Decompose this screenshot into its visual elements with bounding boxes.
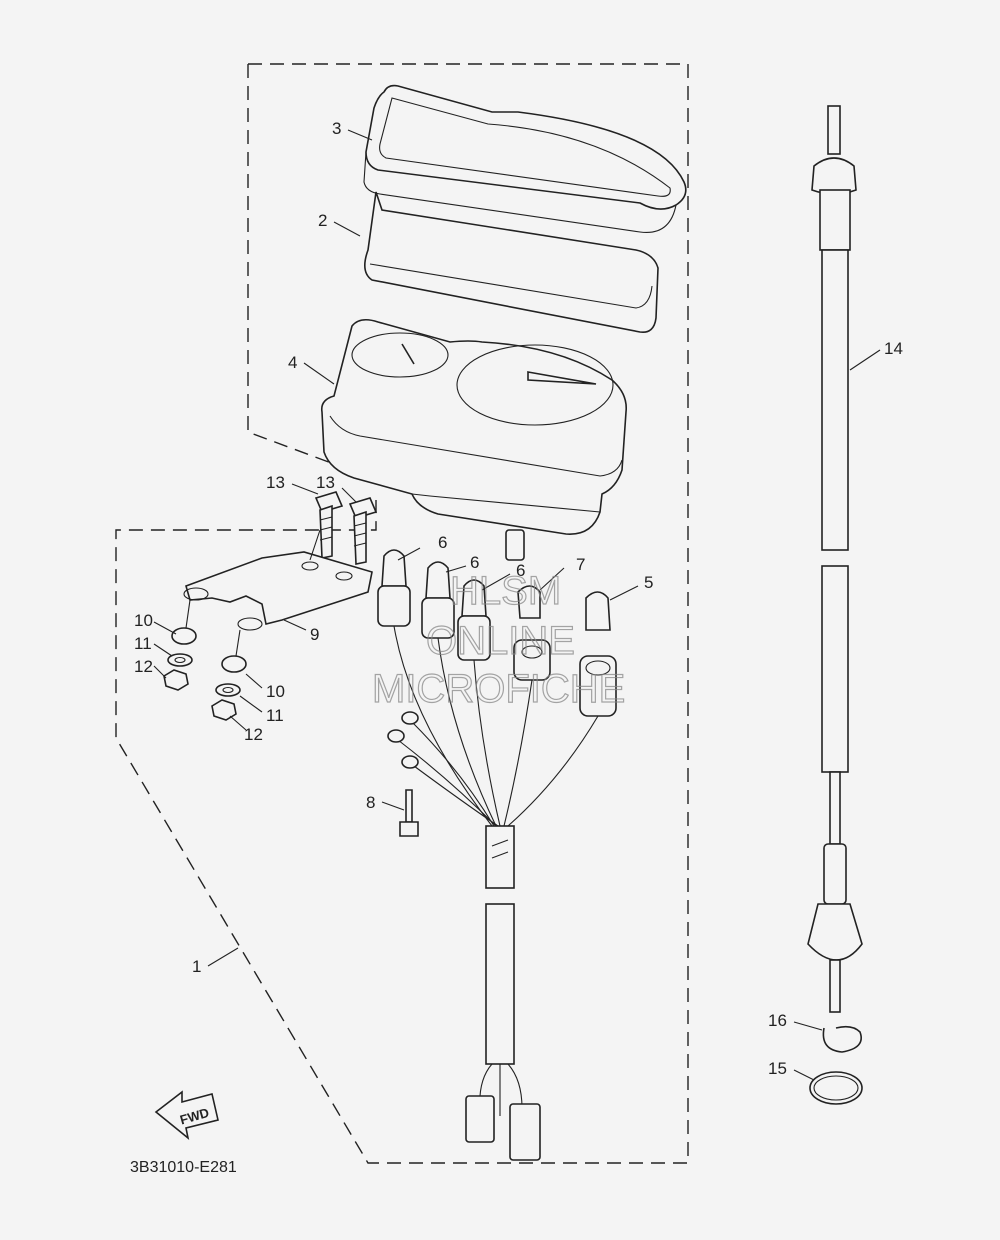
label-part-12b: 12: [244, 725, 263, 744]
label-part-4: 4: [288, 353, 297, 372]
wire-harness: [387, 625, 599, 1161]
part-4-meter: [320, 318, 628, 561]
label-part-13a: 13: [266, 473, 285, 492]
part-7-indicator-bulb: [513, 585, 551, 681]
drawing-code: 3B31010-E281: [130, 1159, 237, 1176]
watermark-line-1: HLSM: [450, 569, 561, 613]
part-13-bolt-right: [348, 497, 378, 565]
part-6-bulb-c: [457, 579, 491, 661]
part-10-collar-right: [221, 629, 247, 673]
label-part-10b: 10: [266, 682, 285, 701]
part-12-nut-right: [211, 699, 237, 721]
part-9-bracket: [183, 529, 373, 631]
label-part-13b: 13: [316, 473, 335, 492]
label-part-6b: 6: [470, 553, 479, 572]
label-part-11b: 11: [266, 706, 284, 725]
label-part-6a: 6: [438, 533, 447, 552]
part-8-screw: [399, 789, 419, 837]
label-part-14: 14: [884, 339, 903, 358]
label-part-5: 5: [644, 573, 653, 592]
part-15-o-ring: [809, 1071, 863, 1105]
watermark: HLSM ONLINE MICROFICHE: [371, 568, 626, 711]
part-10-collar-left: [171, 599, 197, 645]
label-part-10a: 10: [134, 611, 153, 630]
watermark-line-3: MICROFICHE: [372, 667, 625, 711]
label-part-7: 7: [576, 555, 585, 574]
label-part-12a: 12: [134, 657, 153, 676]
part-3-bezel: [363, 84, 687, 234]
fwd-arrow: FWD: [154, 1090, 219, 1141]
part-2-lens: [364, 191, 659, 334]
label-part-8: 8: [366, 793, 375, 812]
part-11-washer-right: [215, 683, 241, 697]
label-part-15: 15: [768, 1059, 787, 1078]
part-6-bulb-a: [377, 549, 411, 627]
part-16-clip: [822, 1025, 862, 1053]
part-13-bolt-left: [314, 491, 344, 559]
part-labels: 3 2 4 6 6 6 7 5 8 9 10 11 12 10 11 12 13…: [134, 119, 903, 1078]
part-5-bulb: [579, 591, 617, 717]
part-12-nut-left: [163, 669, 189, 691]
label-part-9: 9: [310, 625, 319, 644]
label-part-3: 3: [332, 119, 341, 138]
label-part-2: 2: [318, 211, 327, 230]
label-part-11a: 11: [134, 634, 152, 653]
label-part-1: 1: [192, 957, 201, 976]
label-part-6c: 6: [516, 561, 525, 580]
label-part-16: 16: [768, 1011, 787, 1030]
part-11-washer-left: [167, 653, 193, 667]
watermark-line-2: ONLINE: [426, 619, 575, 663]
part-14-cable: [807, 105, 863, 1013]
leader-lines: [153, 129, 881, 1081]
